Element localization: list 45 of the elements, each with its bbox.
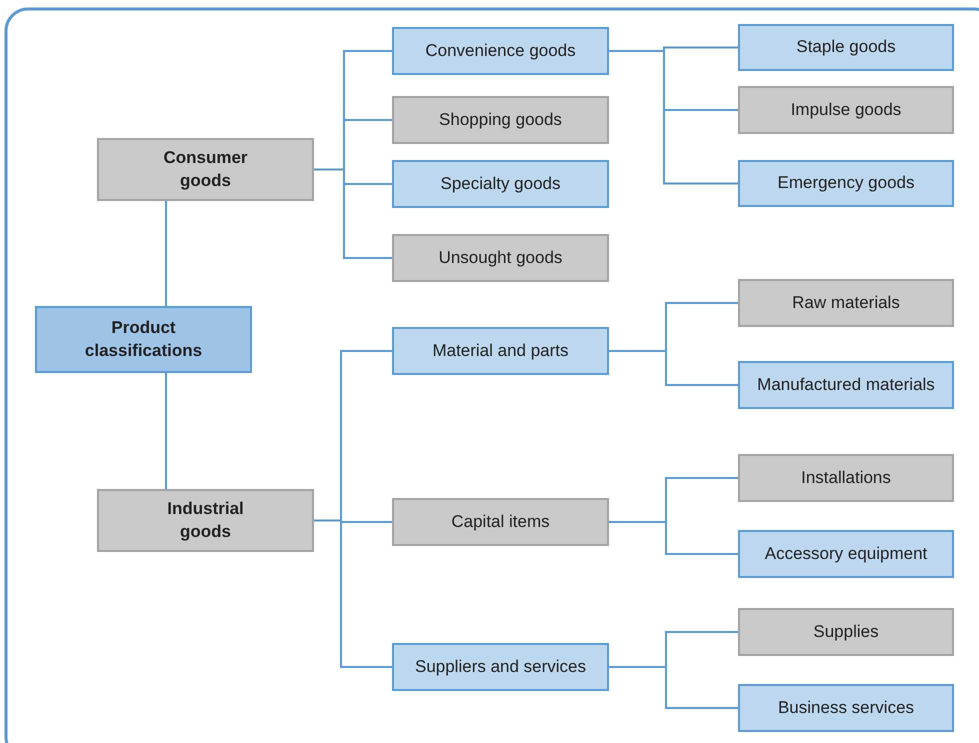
category-box bbox=[97, 489, 314, 552]
node-label: Suppliers and services bbox=[414, 656, 588, 678]
category-box bbox=[392, 96, 609, 144]
node-label: Impulse goods bbox=[790, 98, 902, 121]
node-label: Material and parts bbox=[431, 340, 570, 362]
category-box bbox=[392, 498, 609, 546]
connector-line bbox=[609, 666, 738, 709]
category-box bbox=[738, 530, 954, 578]
category-box bbox=[738, 160, 954, 207]
node-label: Business services bbox=[776, 696, 916, 719]
category-box bbox=[35, 306, 252, 373]
node-label: Raw materials bbox=[791, 292, 901, 314]
connector-line bbox=[609, 350, 738, 386]
category-box bbox=[392, 160, 609, 208]
node-label: Consumer goods bbox=[162, 146, 249, 192]
category-box bbox=[392, 234, 609, 282]
category-box bbox=[392, 27, 609, 75]
node-label: Industrial goods bbox=[166, 498, 245, 543]
category-box bbox=[392, 643, 609, 691]
node-label: Unsought goods bbox=[438, 246, 564, 269]
node-label: Product classifications bbox=[84, 316, 204, 362]
category-box bbox=[738, 86, 954, 134]
connector-line bbox=[314, 520, 392, 668]
node-label: Staple goods bbox=[795, 36, 897, 58]
category-box bbox=[392, 327, 609, 375]
category-box bbox=[738, 454, 954, 502]
node-label: Shopping goods bbox=[438, 108, 563, 131]
node-label: Manufactured materials bbox=[756, 374, 936, 396]
connector-line bbox=[314, 168, 392, 259]
category-box bbox=[738, 361, 954, 409]
node-label: Capital items bbox=[450, 510, 551, 533]
node-label: Convenience goods bbox=[424, 40, 577, 62]
category-box bbox=[738, 608, 954, 656]
node-label: Installations bbox=[800, 466, 892, 489]
category-box bbox=[738, 279, 954, 327]
node-label: Accessory equipment bbox=[764, 542, 928, 565]
connector-line bbox=[165, 373, 167, 489]
category-box bbox=[738, 24, 954, 71]
node-label: Specialty goods bbox=[439, 172, 562, 195]
node-label: Supplies bbox=[812, 620, 880, 643]
connector-line bbox=[609, 50, 738, 184]
connector-line bbox=[165, 201, 167, 306]
node-label: Emergency goods bbox=[776, 172, 916, 194]
category-box bbox=[97, 138, 314, 201]
category-box bbox=[738, 684, 954, 732]
